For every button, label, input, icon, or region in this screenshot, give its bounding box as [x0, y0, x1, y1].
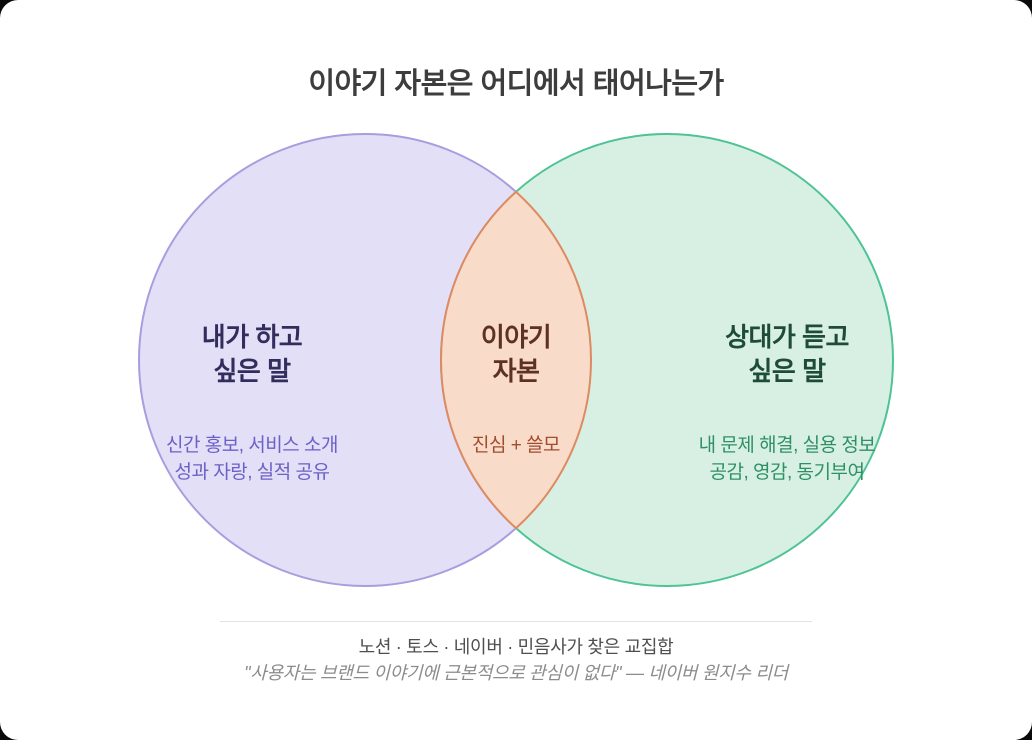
- intersection-heading: 이야기 자본: [480, 322, 552, 386]
- intersection-label: 이야기 자본 진심 + 쓸모: [471, 302, 561, 477]
- right-circle-label: 상대가 듣고 싶은 말 내 문제 해결, 실용 정보 공감, 영감, 동기부여: [699, 302, 876, 504]
- footer-quote-line: "사용자는 브랜드 이야기에 근본적으로 관심이 없다" — 네이버 원지수 리…: [244, 663, 788, 683]
- intersection-detail: 진심 + 쓸모: [471, 435, 561, 456]
- left-circle-heading: 내가 하고 싶은 말: [201, 322, 303, 386]
- right-circle-detail: 내 문제 해결, 실용 정보 공감, 영감, 동기부여: [698, 435, 876, 483]
- intersection-lens: [440, 190, 592, 530]
- right-circle-heading: 상대가 듣고 싶은 말: [725, 322, 849, 386]
- diagram-title: 이야기 자본은 어디에서 태어나는가: [308, 68, 724, 100]
- left-circle-detail: 신간 홍보, 서비스 소개 성과 자랑, 실적 공유: [166, 435, 338, 483]
- footer-divider: [220, 621, 812, 622]
- left-circle-label: 내가 하고 싶은 말 신간 홍보, 서비스 소개 성과 자랑, 실적 공유: [166, 302, 338, 504]
- footer-source-line: 노션 · 토스 · 네이버 · 민음사가 찾은 교집합: [358, 637, 674, 657]
